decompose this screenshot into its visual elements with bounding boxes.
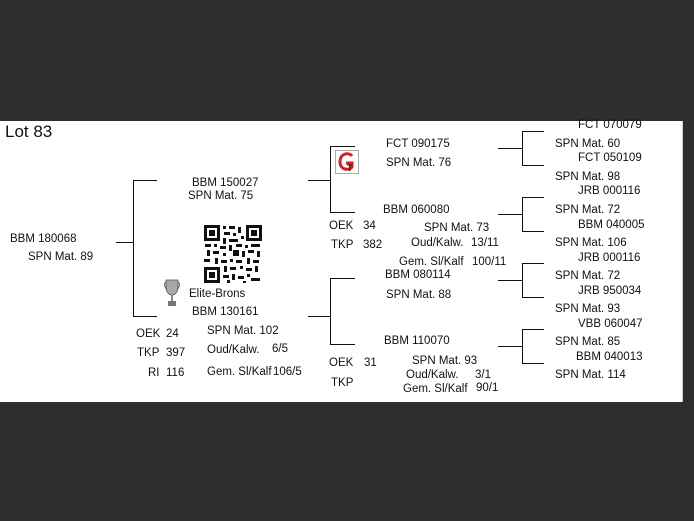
sire-id: BBM 150027 bbox=[192, 177, 259, 189]
gen3-id: FCT 050109 bbox=[578, 152, 642, 164]
connector bbox=[116, 242, 134, 243]
connector bbox=[330, 146, 355, 147]
dd-oek-value: 31 bbox=[364, 357, 377, 369]
dam-id: BBM 130161 bbox=[192, 306, 259, 318]
qr-code-icon bbox=[203, 224, 263, 284]
gen3-spn: SPN Mat. 60 bbox=[555, 138, 621, 150]
sire-spn: SPN Mat. 75 bbox=[188, 190, 254, 202]
dd-oud-label: Oud/Kalw. bbox=[406, 369, 459, 381]
gen3-spn: SPN Mat. 85 bbox=[555, 336, 621, 348]
svg-text:T: T bbox=[347, 163, 353, 173]
dam-tkp-label: TKP bbox=[137, 347, 160, 359]
ds-id: BBM 080114 bbox=[385, 269, 451, 281]
dd-gem-label: Gem. Sl/Kalf bbox=[403, 383, 468, 395]
sd-oud-value: 13/11 bbox=[471, 237, 499, 249]
dam-gem-label: Gem. Sl/Kalf bbox=[207, 366, 272, 378]
dam-ri-label: RI bbox=[148, 367, 160, 379]
connector bbox=[522, 131, 544, 132]
sd-tkp-value: 382 bbox=[363, 239, 383, 251]
ds-spn: SPN Mat. 88 bbox=[386, 289, 452, 301]
sd-spn: SPN Mat. 73 bbox=[424, 222, 490, 234]
gen3-spn: SPN Mat. 114 bbox=[555, 369, 626, 381]
connector bbox=[308, 316, 331, 317]
subject-spn: SPN Mat. 89 bbox=[28, 251, 94, 263]
ss-spn: SPN Mat. 76 bbox=[386, 157, 452, 169]
dam-tkp-value: 397 bbox=[166, 347, 186, 359]
subject-id: BBM 180068 bbox=[10, 233, 77, 245]
gen3-spn: SPN Mat. 72 bbox=[555, 270, 621, 282]
connector bbox=[522, 197, 523, 232]
connector bbox=[522, 363, 544, 364]
sd-oek-label: OEK bbox=[329, 220, 354, 232]
dam-oud-label: Oud/Kalw. bbox=[207, 344, 260, 356]
gen3-id: BBM 040005 bbox=[578, 219, 645, 231]
gen3-spn: SPN Mat. 72 bbox=[555, 204, 621, 216]
connector bbox=[522, 231, 544, 232]
connector bbox=[498, 214, 523, 215]
connector bbox=[498, 346, 523, 347]
dam-award: Elite-Brons bbox=[189, 288, 246, 300]
connector bbox=[133, 180, 157, 181]
sd-gem-label: Gem. Sl/Kalf bbox=[399, 256, 464, 268]
trophy-icon bbox=[164, 279, 180, 306]
gen3-id: JRB 000116 bbox=[578, 252, 641, 264]
dd-id: BBM 110070 bbox=[384, 335, 450, 347]
dam-oud-value: 6/5 bbox=[272, 343, 288, 355]
connector bbox=[522, 329, 523, 364]
sd-oek-value: 34 bbox=[363, 220, 376, 232]
connector bbox=[522, 263, 523, 298]
dam-spn: SPN Mat. 102 bbox=[207, 325, 279, 337]
connector bbox=[522, 263, 544, 264]
dd-oud-value: 3/1 bbox=[475, 369, 491, 381]
dam-gem-value: 106/5 bbox=[273, 366, 302, 378]
sd-id: BBM 060080 bbox=[383, 204, 450, 216]
gen3-id: JRB 950034 bbox=[578, 285, 642, 297]
connector bbox=[133, 316, 157, 317]
sd-tkp-label: TKP bbox=[331, 239, 354, 251]
connector bbox=[522, 297, 544, 298]
lot-title: Lot 83 bbox=[5, 122, 53, 141]
gen3-id: BBM 040013 bbox=[576, 351, 643, 363]
connector bbox=[522, 165, 544, 166]
dd-spn: SPN Mat. 93 bbox=[412, 355, 478, 367]
connector bbox=[330, 278, 331, 345]
connector bbox=[522, 329, 544, 330]
dd-gem-value: 90/1 bbox=[476, 382, 499, 394]
gen3-spn: SPN Mat. 93 bbox=[555, 303, 621, 315]
connector bbox=[498, 148, 523, 149]
connector bbox=[330, 344, 355, 345]
connector bbox=[522, 197, 544, 198]
gen3-spn: SPN Mat. 98 bbox=[555, 171, 621, 183]
connector bbox=[330, 278, 355, 279]
ss-id: FCT 090175 bbox=[386, 138, 450, 150]
sd-gem-value: 100/11 bbox=[472, 256, 507, 268]
connector bbox=[522, 131, 523, 166]
pedigree-sheet: Lot 83 BBM 180068 SPN Mat. 89 BBM 150027… bbox=[0, 119, 683, 402]
connector bbox=[308, 180, 331, 181]
gt-logo-icon: T bbox=[335, 150, 359, 174]
dd-tkp-label: TKP bbox=[331, 377, 354, 389]
dam-oek-value: 24 bbox=[166, 328, 179, 340]
dam-ri-value: 116 bbox=[166, 367, 185, 379]
gen3-id: FCT 070079 bbox=[578, 119, 642, 131]
dd-oek-label: OEK bbox=[329, 357, 354, 369]
connector bbox=[330, 146, 331, 213]
gen3-id: JRB 000116 bbox=[578, 185, 641, 197]
connector bbox=[330, 212, 355, 213]
dam-oek-label: OEK bbox=[136, 328, 161, 340]
connector bbox=[498, 280, 523, 281]
connector bbox=[133, 180, 134, 317]
gen3-spn: SPN Mat. 106 bbox=[555, 237, 627, 249]
gen3-id: VBB 060047 bbox=[578, 318, 643, 330]
sd-oud-label: Oud/Kalw. bbox=[411, 237, 464, 249]
